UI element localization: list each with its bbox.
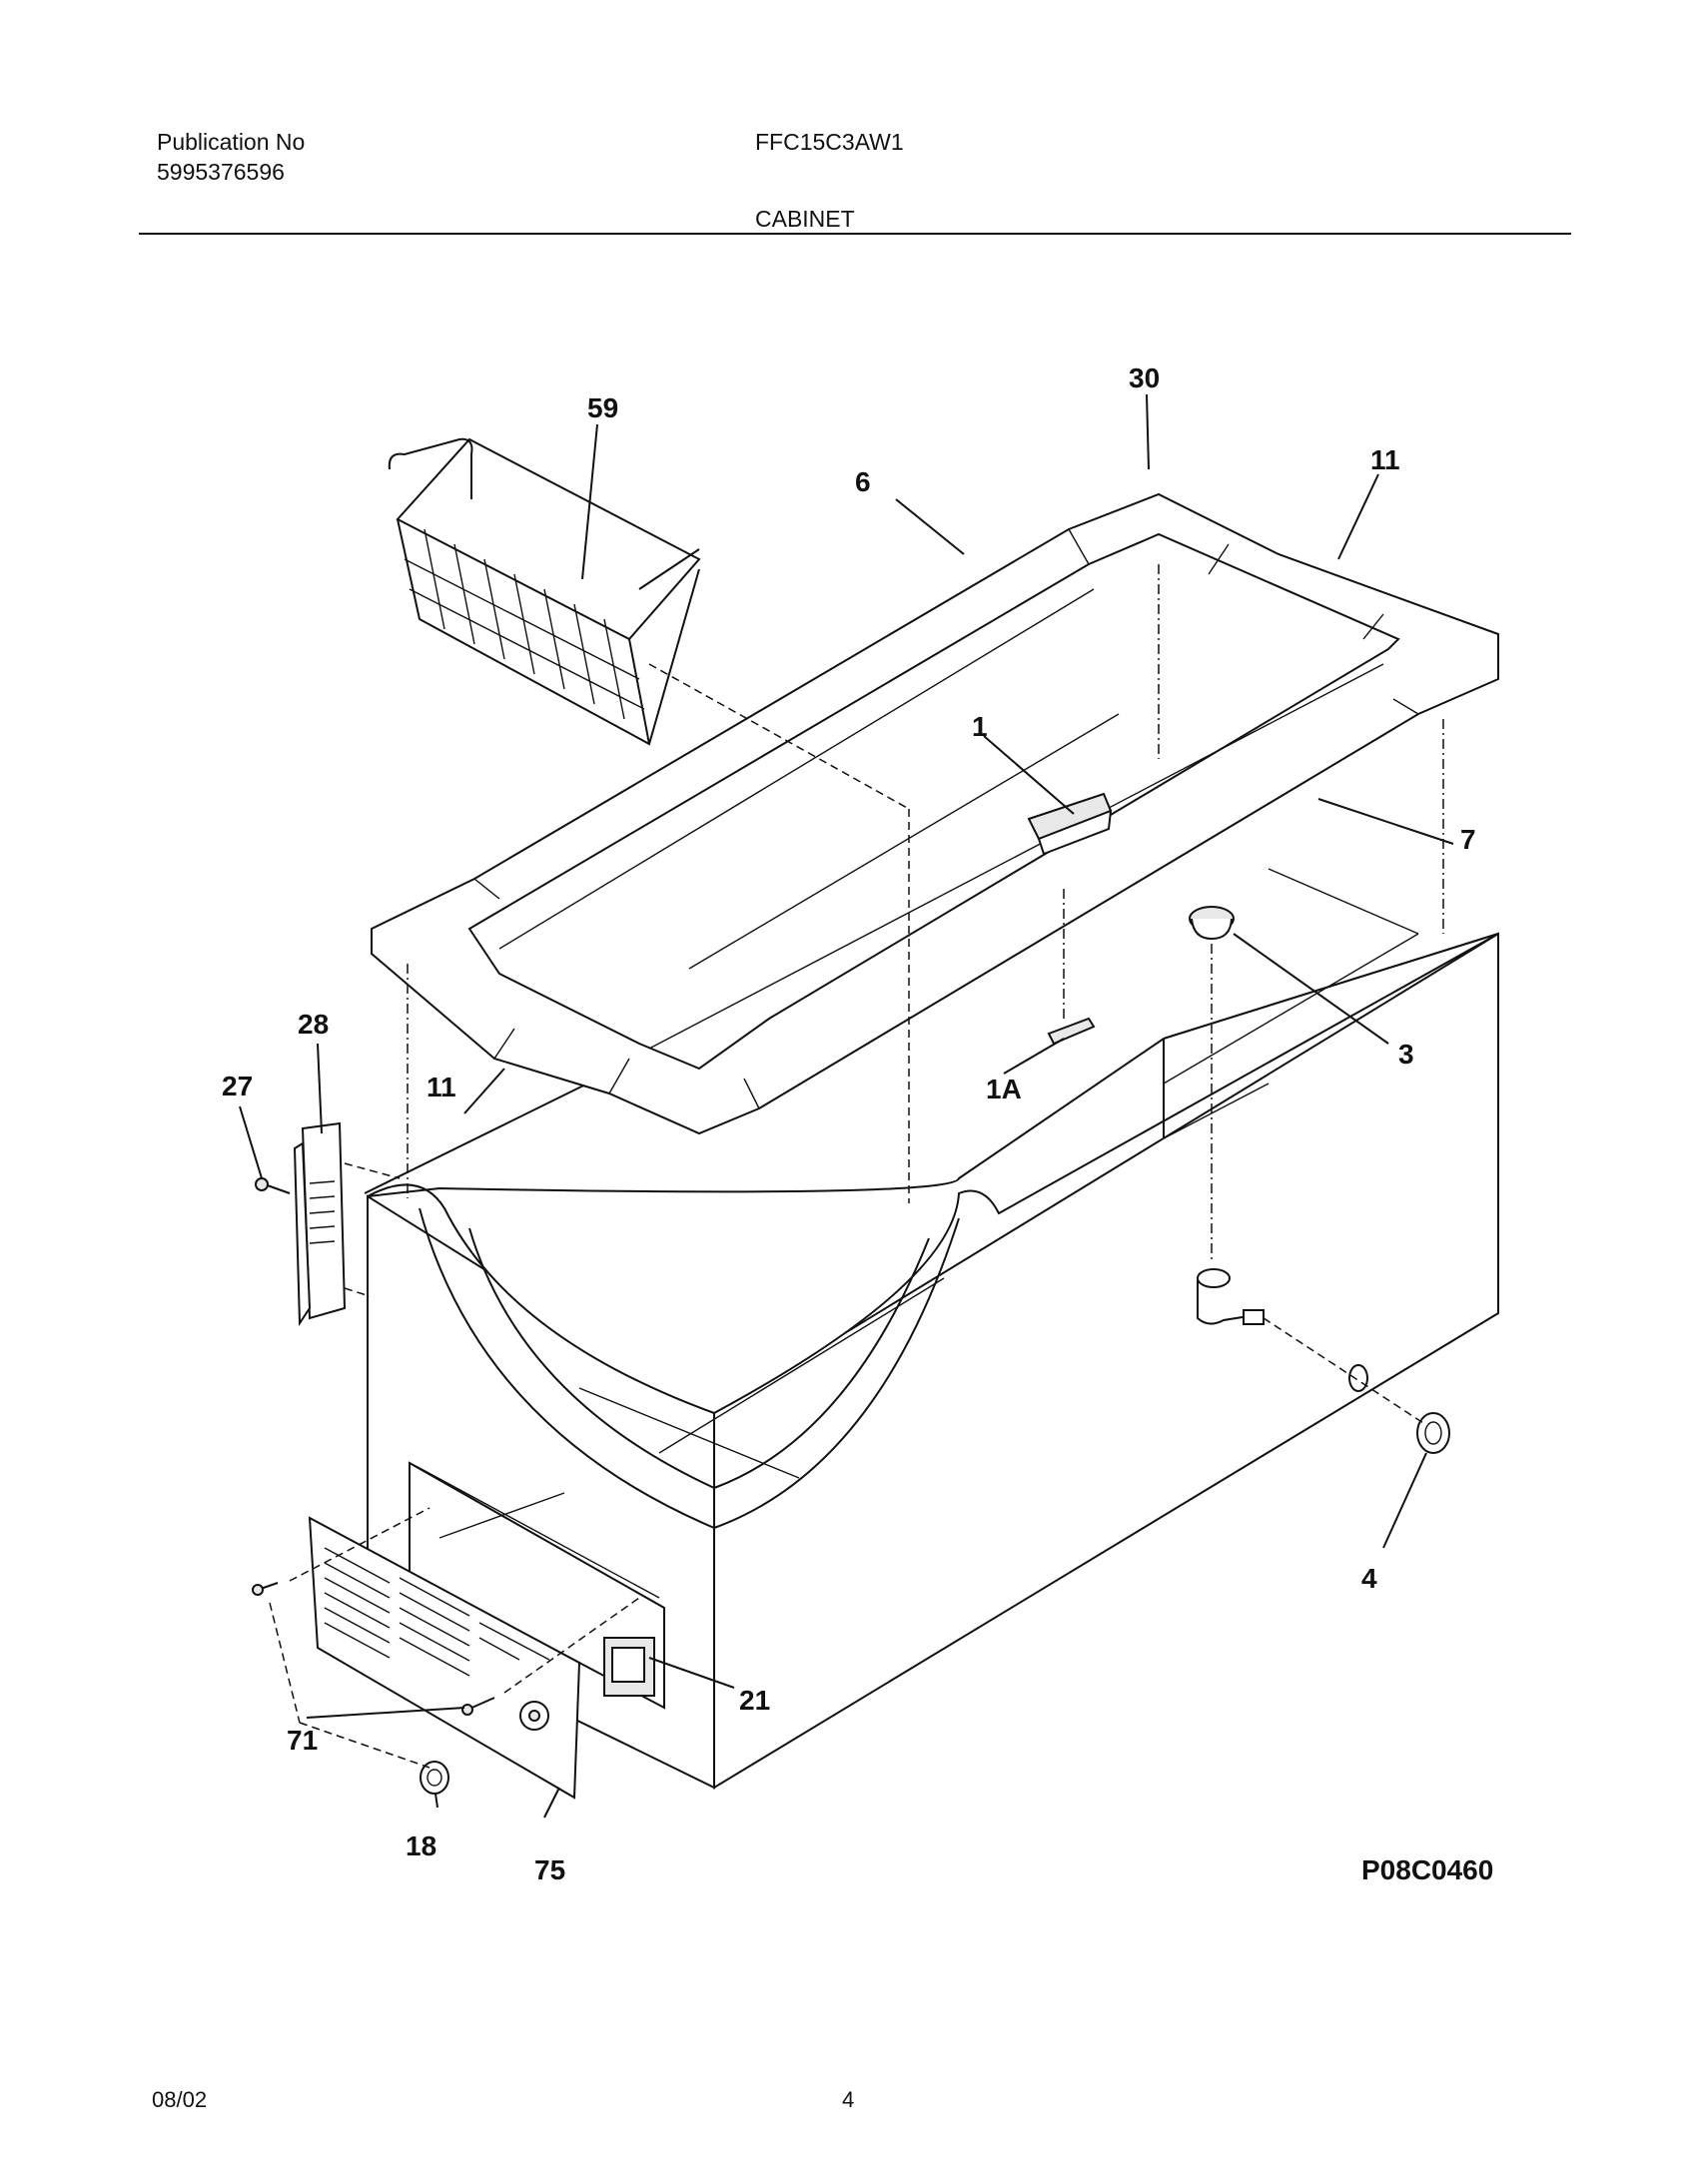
callout-28: 28 bbox=[298, 1009, 329, 1040]
callout-7: 7 bbox=[1460, 824, 1476, 855]
callout-27: 27 bbox=[222, 1071, 253, 1101]
model-number: FFC15C3AW1 bbox=[755, 129, 904, 155]
callout-11-left: 11 bbox=[427, 1072, 456, 1102]
callout-21: 21 bbox=[739, 1685, 770, 1716]
wire-basket bbox=[388, 437, 701, 746]
page-number: 4 bbox=[842, 2087, 855, 2112]
callout-71: 71 bbox=[287, 1725, 318, 1756]
leader-lines bbox=[239, 393, 1454, 1819]
callout-6: 6 bbox=[855, 466, 871, 497]
callout-11-top: 11 bbox=[1370, 444, 1400, 475]
breaker-frame bbox=[371, 492, 1499, 1135]
footer-date: 08/02 bbox=[152, 2087, 208, 2112]
lid-hinge bbox=[255, 1121, 347, 1327]
section-title: CABINET bbox=[755, 206, 855, 232]
callout-1A: 1A bbox=[986, 1074, 1022, 1104]
callout-3: 3 bbox=[1398, 1039, 1414, 1070]
publication-number: 5995376596 bbox=[157, 159, 285, 185]
drawing-code: P08C0460 bbox=[1361, 1854, 1493, 1885]
callout-30: 30 bbox=[1129, 363, 1160, 393]
callout-4: 4 bbox=[1361, 1563, 1377, 1594]
callout-1: 1 bbox=[972, 711, 988, 742]
header-rule bbox=[139, 233, 1571, 235]
publication-label: Publication No bbox=[157, 129, 306, 155]
callout-75: 75 bbox=[534, 1854, 565, 1885]
callout-18: 18 bbox=[406, 1830, 436, 1861]
machine-compartment-grille bbox=[252, 1412, 1450, 1800]
callout-59: 59 bbox=[587, 392, 618, 423]
callout-labels: 59 30 6 11 1 7 28 27 11 1A 3 4 21 71 18 … bbox=[222, 363, 1493, 1885]
